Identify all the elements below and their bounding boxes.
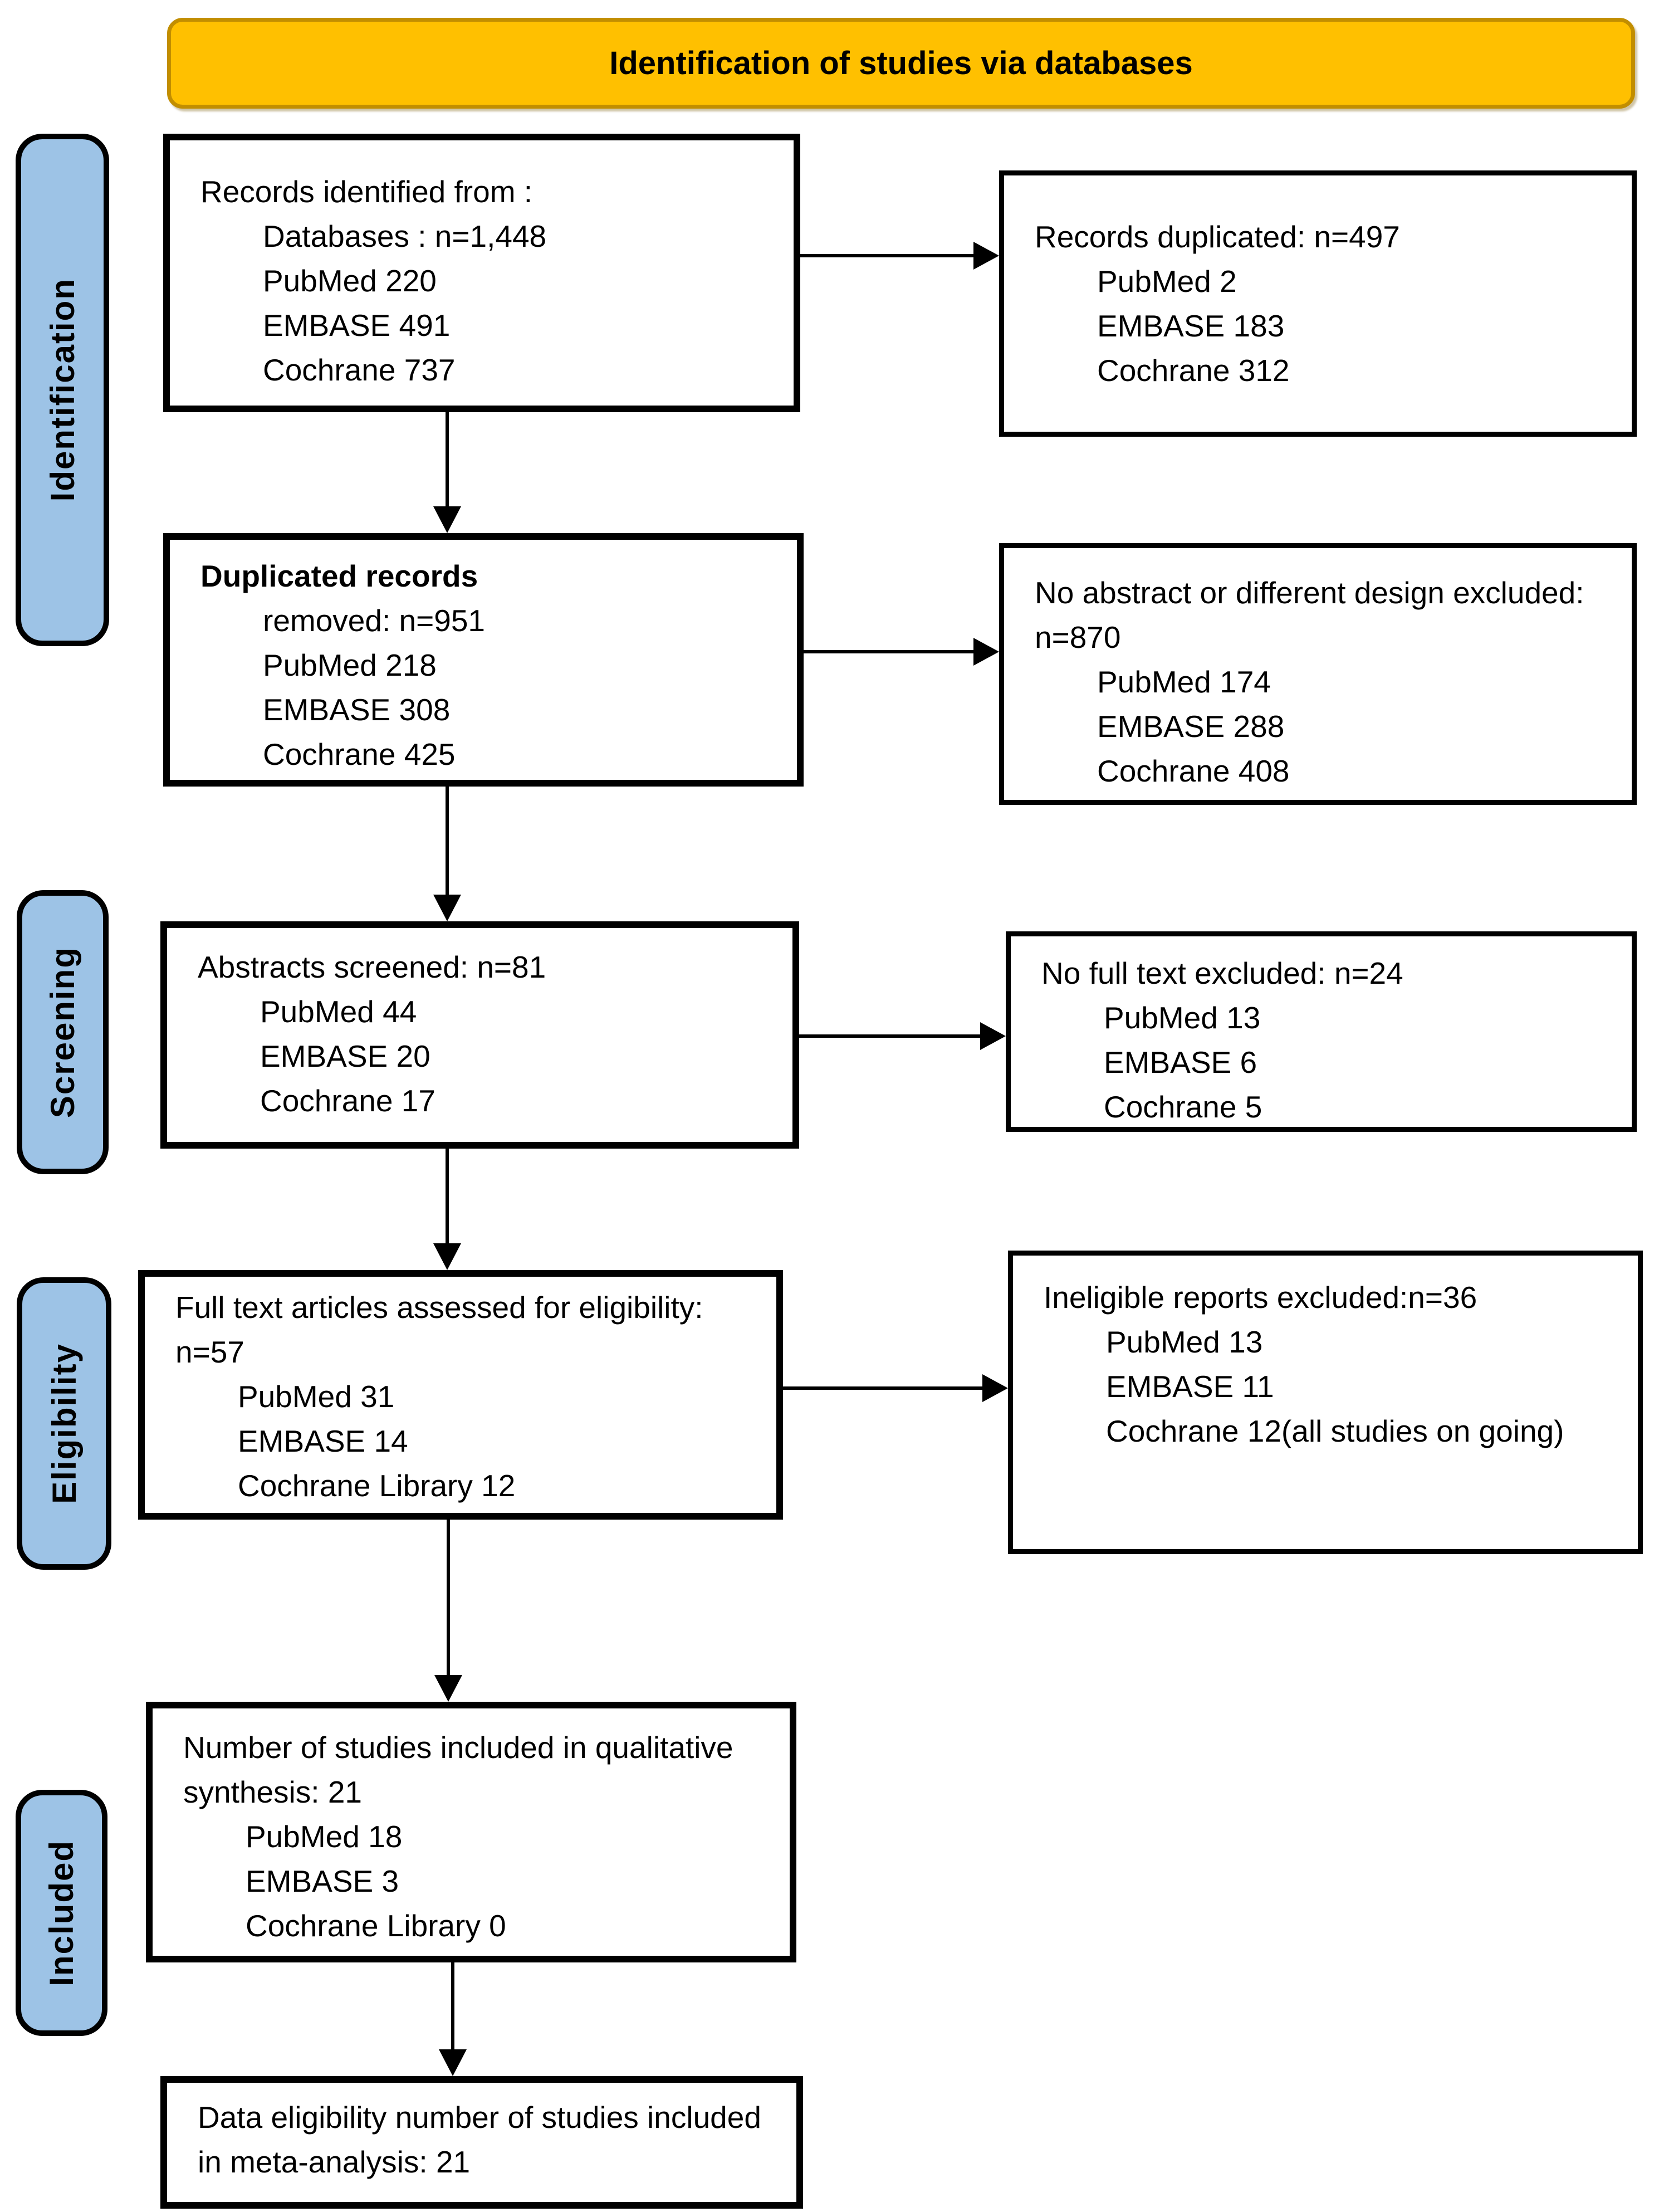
box-line: PubMed 218 [263,648,437,682]
box-line: Cochrane Library 12 [238,1468,516,1503]
box-line: Cochrane Library 0 [246,1908,506,1943]
box-line: Ineligible reports excluded:n=36 [1044,1280,1477,1315]
box-line: Number of studies included in qualitativ… [183,1730,733,1809]
records-identified-box: Records identified from : Databases : n=… [163,134,800,412]
qualitative-synthesis-box: Number of studies included in qualitativ… [146,1702,796,1962]
meta-analysis-box: Data eligibility number of studies inclu… [160,2076,803,2209]
box-line: PubMed 18 [246,1819,403,1854]
arrow-right-head [973,638,999,666]
arrow-screened-to-fulltext [433,1149,462,1270]
box-line: EMBASE 491 [263,308,451,343]
stage-label-text: Eligibility [45,1343,83,1504]
box-line: Cochrane 408 [1097,754,1290,788]
arrow-fulltext-to-ineligible [783,1374,1008,1403]
box-line: Full text articles assessed for eligibil… [175,1290,703,1369]
box-line: PubMed 13 [1104,1000,1261,1035]
arrow-shaft [446,1149,449,1244]
stage-label-text: Included [43,1839,80,1986]
box-line: Cochrane 312 [1097,353,1290,388]
full-text-assessed-box: Full text articles assessed for eligibil… [138,1270,783,1520]
box-line: EMBASE 11 [1106,1369,1274,1404]
box-line: EMBASE 20 [260,1039,430,1073]
box-line: No full text excluded: n=24 [1041,956,1403,990]
box-line: PubMed 31 [238,1379,395,1414]
box-line: Records duplicated: n=497 [1035,219,1400,254]
arrow-shaft [783,1386,983,1390]
arrow-shaft [451,1962,454,2050]
box-line: EMBASE 6 [1104,1045,1257,1080]
arrow-shaft [446,787,449,896]
box-line: Databases : n=1,448 [263,219,547,253]
stage-label-screening: Screening [17,890,109,1174]
box-line: PubMed 174 [1097,665,1271,699]
arrow-right-head [982,1374,1008,1402]
box-line: EMBASE 308 [263,692,451,727]
box-line: Data eligibility number of studies inclu… [198,2100,761,2179]
box-line: Cochrane 425 [263,737,456,771]
box-line: EMBASE 183 [1097,309,1285,343]
box-line: PubMed 13 [1106,1325,1263,1359]
box-line: PubMed 2 [1097,264,1237,299]
box-line: removed: n=951 [263,603,486,638]
arrow-down-head [433,1243,461,1270]
arrow-down-head [434,1675,462,1702]
banner-title-label: Identification of studies via databases [609,45,1193,81]
stage-label-text: Identification [43,278,81,502]
arrow-fulltext-to-qualitative [434,1520,463,1702]
stage-label-identification: Identification [16,134,109,646]
box-line: Abstracts screened: n=81 [198,950,546,984]
box-line: Cochrane 737 [263,353,456,387]
arrow-right-head [973,242,999,270]
box-line: No abstract or different design excluded… [1035,575,1584,655]
box-line: EMBASE 14 [238,1424,408,1458]
box-line: EMBASE 3 [246,1864,399,1898]
arrow-shaft [447,1520,450,1676]
arrow-duplicates-to-screened [433,787,462,921]
banner-title: Identification of studies via databases [167,18,1635,109]
arrow-shaft [804,650,975,653]
box-line: PubMed 44 [260,994,417,1029]
no-abstract-excluded-box: No abstract or different design excluded… [999,543,1637,805]
box-line: Cochrane 17 [260,1083,435,1118]
stage-label-included: Included [16,1790,107,2036]
box-line: Cochrane 12(all studies on going) [1106,1414,1564,1448]
arrow-shaft [800,254,975,257]
duplicates-removed-box: Duplicated records removed: n=951 PubMed… [163,533,804,787]
box-line: Records identified from : [200,174,533,209]
box-line: Duplicated records [200,559,478,593]
arrow-shaft [799,1034,981,1038]
arrow-down-head [439,2049,467,2076]
arrow-qualitative-to-meta [438,1962,467,2076]
stage-label-text: Screening [44,946,81,1119]
arrow-identified-to-duplicates [433,412,462,533]
stage-label-eligibility: Eligibility [17,1277,111,1570]
arrow-screened-to-no-full-text [799,1022,1006,1051]
arrow-identified-to-duplicated-excluded [800,241,999,270]
box-line: PubMed 220 [263,263,437,298]
records-duplicated-box: Records duplicated: n=497 PubMed 2 EMBAS… [999,170,1637,437]
arrow-right-head [980,1022,1006,1050]
no-full-text-excluded-box: No full text excluded: n=24 PubMed 13 EM… [1006,931,1637,1132]
arrow-shaft [446,412,449,507]
box-line: EMBASE 288 [1097,709,1285,744]
ineligible-reports-excluded-box: Ineligible reports excluded:n=36 PubMed … [1008,1251,1643,1554]
arrow-down-head [433,506,461,533]
arrow-down-head [433,895,461,921]
arrow-duplicates-to-no-abstract [804,637,999,666]
box-line: Cochrane 5 [1104,1090,1262,1124]
abstracts-screened-box: Abstracts screened: n=81 PubMed 44 EMBAS… [160,921,799,1149]
